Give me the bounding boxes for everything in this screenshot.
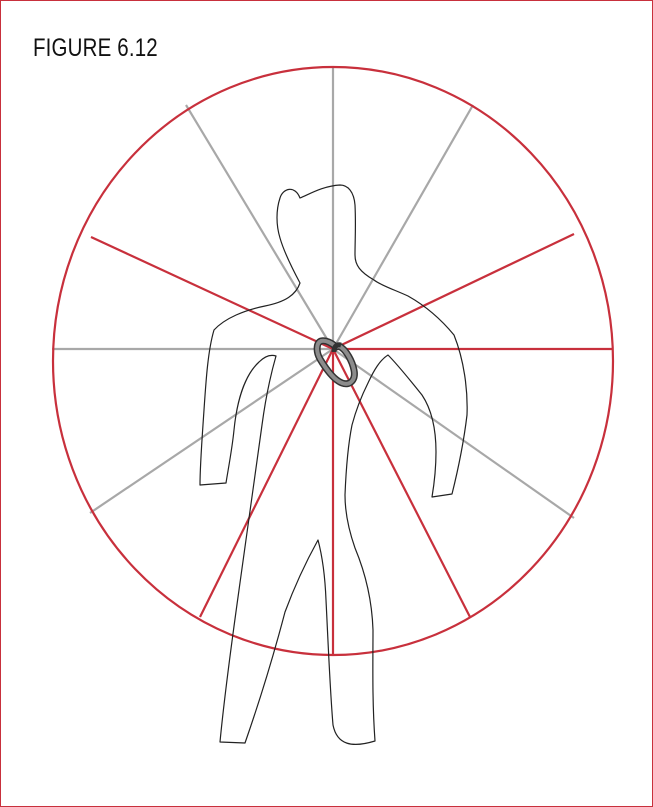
red-spokes [91,234,613,654]
red-spoke [333,234,574,349]
red-spoke [91,237,333,349]
gray-spokes [52,68,574,518]
gray-spoke [90,349,333,513]
gray-spoke [186,105,333,349]
highlight-marker [317,341,354,384]
red-spoke [333,349,470,617]
gray-spoke [333,349,574,518]
gray-spoke [333,105,473,349]
